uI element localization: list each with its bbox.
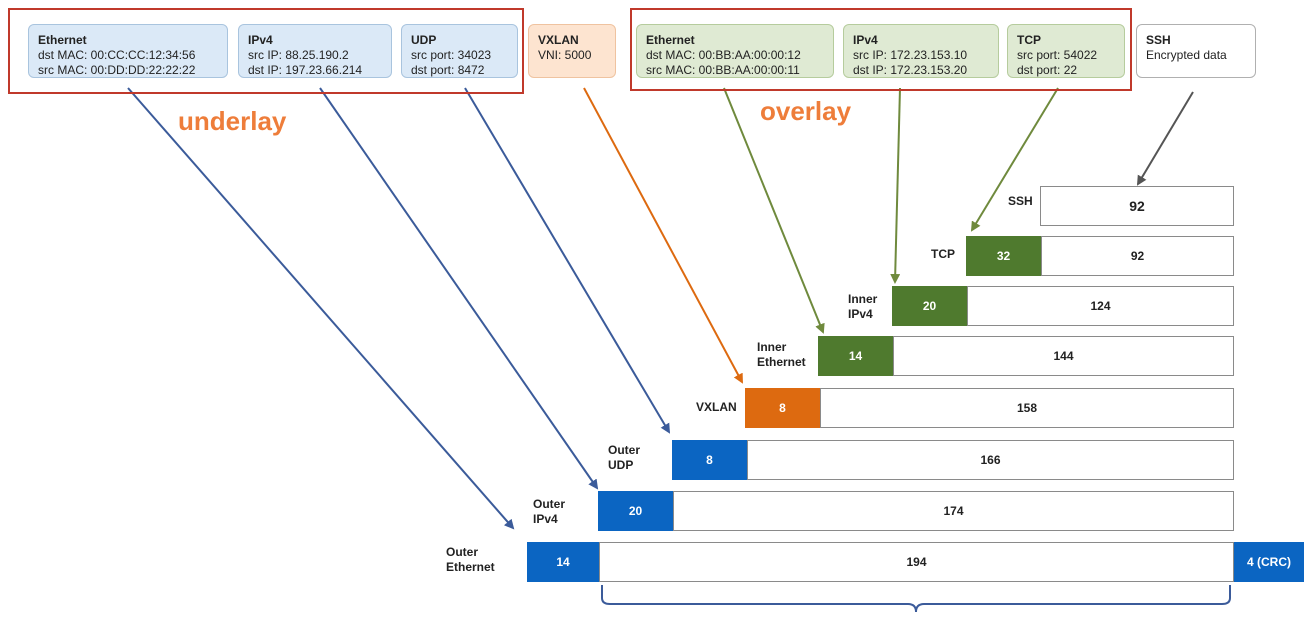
- arrow-outer-ipv4: [319, 87, 599, 490]
- header-outer-ipv4: IPv4 src IP: 88.25.190.2 dst IP: 197.23.…: [238, 24, 392, 78]
- layer-label-text: Inner: [757, 340, 787, 354]
- layer-label-inner-ethernet: Inner Ethernet: [757, 340, 806, 370]
- header-seg-inner-ethernet: 14: [818, 336, 893, 376]
- header-title: IPv4: [853, 33, 878, 47]
- header-title: UDP: [411, 33, 437, 47]
- header-line: src IP: 172.23.153.10: [853, 48, 968, 62]
- layer-label-outer-udp: Outer UDP: [608, 443, 640, 473]
- payload-vxlan: 158: [820, 388, 1234, 428]
- header-line: VNI: 5000: [538, 48, 592, 62]
- header-title: TCP: [1017, 33, 1041, 47]
- header-line: dst IP: 197.23.66.214: [248, 63, 363, 77]
- arrow-inner-ethernet: [723, 87, 825, 334]
- payload-brace: [601, 585, 1231, 613]
- layer-label-outer-ethernet: Outer Ethernet: [446, 545, 495, 575]
- layer-label-ssh: SSH: [1008, 194, 1033, 209]
- header-seg-inner-ipv4: 20: [892, 286, 967, 326]
- trailer-crc: 4 (CRC): [1234, 542, 1304, 582]
- header-line: dst IP: 172.23.153.20: [853, 63, 968, 77]
- layer-label-text: Outer: [446, 545, 479, 559]
- header-line: dst MAC: 00:CC:CC:12:34:56: [38, 48, 196, 62]
- arrow-outer-udp: [464, 87, 671, 434]
- header-title: VXLAN: [538, 33, 579, 47]
- header-seg-outer-ipv4: 20: [598, 491, 673, 531]
- layer-label-text: UDP: [608, 458, 634, 472]
- layer-label-text: Outer: [608, 443, 641, 457]
- arrow-tcp: [970, 87, 1059, 232]
- header-line: src IP: 88.25.190.2: [248, 48, 349, 62]
- layer-label-text: Ethernet: [757, 355, 806, 369]
- header-vxlan: VXLAN VNI: 5000: [528, 24, 616, 78]
- header-line: src port: 54022: [1017, 48, 1098, 62]
- overlay-label: overlay: [760, 96, 852, 126]
- header-line: dst port: 22: [1017, 63, 1078, 77]
- header-line: dst MAC: 00:BB:AA:00:00:12: [646, 48, 801, 62]
- header-seg-outer-ethernet: 14: [527, 542, 599, 582]
- payload-outer-ethernet: 194: [599, 542, 1234, 582]
- arrow-inner-ipv4: [890, 87, 901, 284]
- layer-label-text: VXLAN: [696, 400, 737, 414]
- payload-tcp: 92: [1041, 236, 1234, 276]
- header-title: Ethernet: [646, 33, 695, 47]
- layer-label-vxlan: VXLAN: [696, 400, 737, 415]
- header-seg-tcp: 32: [966, 236, 1041, 276]
- layer-label-tcp: TCP: [931, 247, 955, 262]
- arrow-ssh: [1136, 91, 1194, 186]
- payload-outer-udp: 166: [747, 440, 1234, 480]
- header-inner-ethernet: Ethernet dst MAC: 00:BB:AA:00:00:12 src …: [636, 24, 834, 78]
- layer-label-outer-ipv4: Outer IPv4: [533, 497, 565, 527]
- payload-outer-ipv4: 174: [673, 491, 1234, 531]
- layer-label-text: IPv4: [533, 512, 558, 526]
- layer-label-text: SSH: [1008, 194, 1033, 208]
- payload-ssh: 92: [1040, 186, 1234, 226]
- header-tcp: TCP src port: 54022 dst port: 22: [1007, 24, 1125, 78]
- layer-label-text: Outer: [533, 497, 566, 511]
- header-title: IPv4: [248, 33, 273, 47]
- layer-label-text: IPv4: [848, 307, 873, 321]
- arrow-vxlan: [583, 87, 743, 384]
- header-line: src MAC: 00:BB:AA:00:00:11: [646, 63, 800, 77]
- header-line: src port: 34023: [411, 48, 492, 62]
- layer-label-inner-ipv4: Inner IPv4: [848, 292, 877, 322]
- layer-label-text: Ethernet: [446, 560, 495, 574]
- header-ssh: SSH Encrypted data: [1136, 24, 1256, 78]
- layer-label-text: TCP: [931, 247, 955, 261]
- layer-label-text: Inner: [848, 292, 878, 306]
- header-line: Encrypted data: [1146, 48, 1227, 62]
- payload-inner-ipv4: 124: [967, 286, 1234, 326]
- header-title: Ethernet: [38, 33, 87, 47]
- arrow-outer-ethernet: [127, 87, 515, 530]
- header-outer-udp: UDP src port: 34023 dst port: 8472: [401, 24, 518, 78]
- underlay-label: underlay: [178, 106, 287, 136]
- header-outer-ethernet: Ethernet dst MAC: 00:CC:CC:12:34:56 src …: [28, 24, 228, 78]
- overlay-frame: [630, 8, 1132, 91]
- payload-inner-ethernet: 144: [893, 336, 1234, 376]
- header-seg-vxlan: 8: [745, 388, 820, 428]
- header-inner-ipv4: IPv4 src IP: 172.23.153.10 dst IP: 172.2…: [843, 24, 999, 78]
- header-seg-outer-udp: 8: [672, 440, 747, 480]
- header-line: src MAC: 00:DD:DD:22:22:22: [38, 63, 196, 77]
- underlay-frame: [8, 8, 524, 94]
- header-line: dst port: 8472: [411, 63, 485, 77]
- header-title: SSH: [1146, 33, 1171, 47]
